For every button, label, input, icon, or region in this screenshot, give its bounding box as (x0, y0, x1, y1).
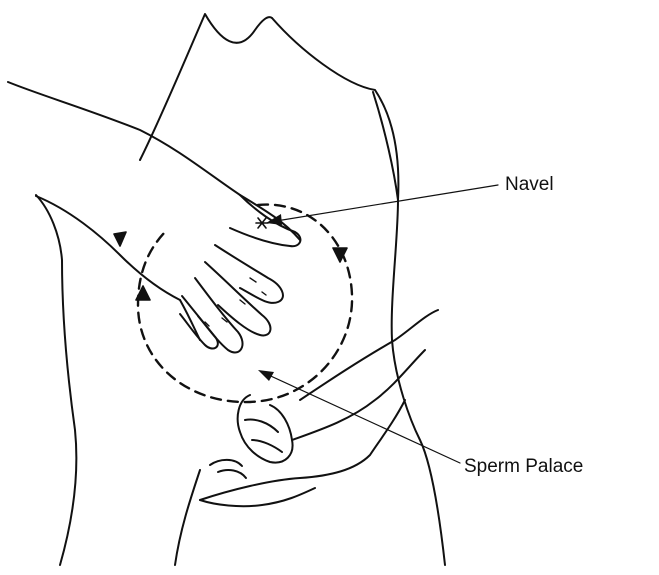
torso-outline (36, 14, 445, 565)
lower-hand (200, 310, 438, 506)
fist-knuckles (245, 420, 282, 453)
thumb (230, 195, 300, 246)
forearm-top (8, 82, 300, 240)
sperm-palace-label: Sperm Palace (464, 457, 583, 476)
fist (238, 395, 293, 463)
torso-right-line (272, 18, 398, 200)
fingertip-curl (210, 460, 246, 478)
clockwise-arrow-icons (114, 232, 347, 300)
upper-hand (8, 82, 300, 352)
arrowhead-lower (114, 232, 126, 246)
torso-right-side (392, 200, 445, 565)
finger-index (215, 245, 283, 303)
cupped-fingers (200, 488, 315, 506)
sperm-palace-pointer-icon (258, 370, 274, 381)
navel-label: Navel (505, 175, 554, 194)
navel-leader (270, 185, 498, 222)
neck-shoulder-left (140, 14, 272, 160)
wrist-arm (300, 310, 438, 400)
torso-left-side (36, 195, 76, 565)
hip-left (175, 470, 200, 565)
leader-lines (262, 185, 498, 463)
forearm-bottom (36, 196, 180, 300)
cupped-palm (200, 400, 405, 500)
finger-little (180, 296, 218, 349)
